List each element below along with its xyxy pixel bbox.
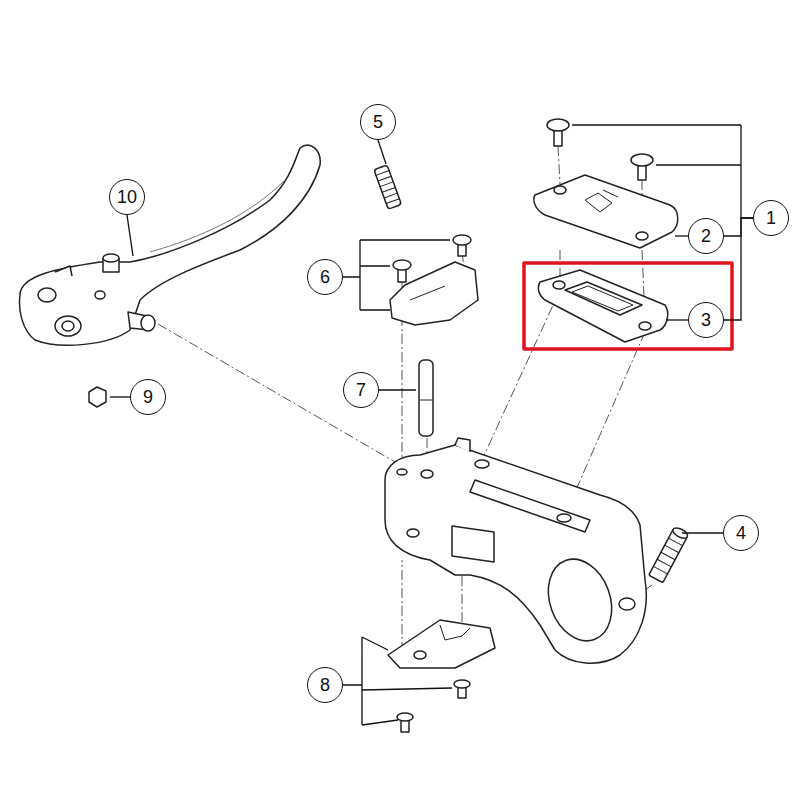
- callout-circle: 2: [688, 218, 724, 254]
- leader-line: [110, 125, 741, 725]
- leader-line: [724, 218, 753, 236]
- callout-number: 10: [117, 188, 137, 206]
- callout-circle: 4: [723, 515, 759, 551]
- callout-circle: 9: [130, 379, 166, 415]
- cover-screw: [547, 119, 653, 180]
- callout-number: 7: [356, 381, 366, 399]
- lever-body: [385, 438, 646, 663]
- brake-lever: [20, 145, 321, 345]
- callout-number: 2: [701, 227, 711, 245]
- pivot-pin: [419, 360, 433, 436]
- highlight-box: [524, 263, 732, 349]
- callout-circle: 1: [753, 200, 789, 236]
- set-screw: [374, 165, 402, 209]
- bottom-plate: [388, 620, 495, 732]
- leader-line: [724, 218, 753, 320]
- callout-number: 5: [373, 113, 383, 131]
- callout-number: 8: [320, 676, 330, 694]
- callout-circle: 7: [343, 372, 379, 408]
- callout-number: 9: [143, 388, 153, 406]
- callout-circle: 6: [307, 259, 343, 295]
- callout-circle: 8: [307, 667, 343, 703]
- callout-circle: 10: [109, 179, 145, 215]
- callout-circle: 5: [360, 104, 396, 140]
- callout-number: 3: [701, 311, 711, 329]
- callout-number: 4: [736, 524, 746, 542]
- lever-cover: [390, 235, 478, 325]
- clamp-bolt: [649, 526, 689, 583]
- callout-number: 6: [320, 268, 330, 286]
- reservoir-cover: [534, 175, 678, 248]
- callout-number: 1: [766, 209, 776, 227]
- nut: [89, 387, 106, 407]
- callout-circle: 3: [688, 302, 724, 338]
- diaphragm: [538, 270, 667, 342]
